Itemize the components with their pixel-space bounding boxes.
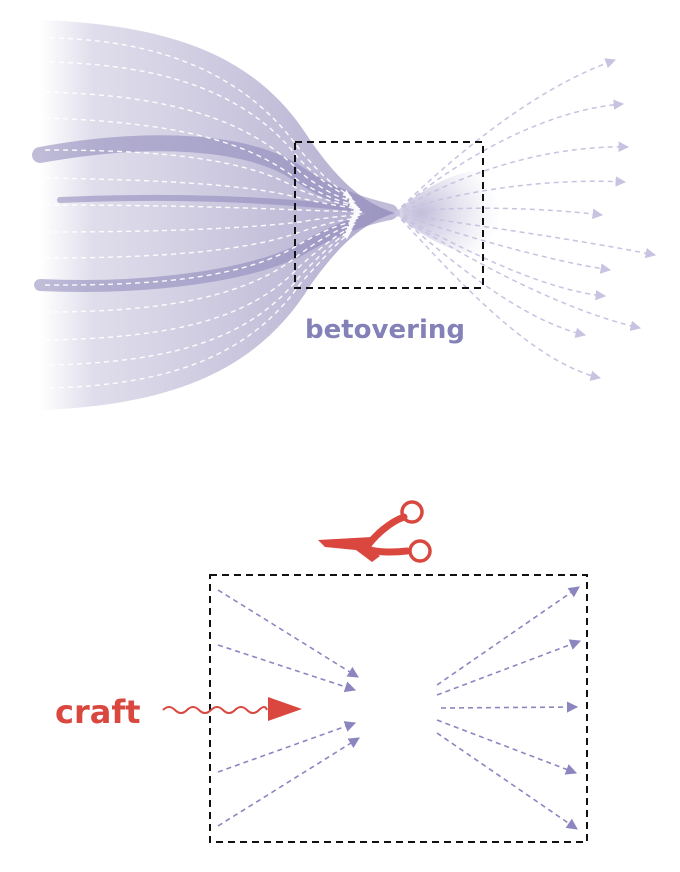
diverging-arrow bbox=[394, 99, 625, 214]
bottom-diverging-arrows bbox=[436, 586, 582, 830]
bottom-diagram: craft bbox=[55, 500, 588, 843]
bottom-diverging-arrow bbox=[436, 719, 578, 775]
wavy-arrow-line bbox=[162, 706, 268, 714]
diverging-arrow bbox=[394, 212, 602, 381]
bottom-diverging-arrow bbox=[440, 701, 579, 713]
scissors-icon bbox=[318, 500, 432, 563]
diverging-arrow bbox=[394, 58, 616, 214]
diverging-arrow bbox=[394, 141, 630, 214]
diverging-arrow bbox=[394, 212, 607, 301]
converging-arrows bbox=[217, 589, 360, 827]
bottom-dashed-frame bbox=[209, 574, 588, 843]
converging-arrow bbox=[217, 644, 357, 693]
wavy-arrow-head bbox=[268, 697, 302, 721]
diverging-arrow bbox=[394, 212, 642, 332]
craft-label: craft bbox=[55, 693, 141, 731]
diverging-arrow bbox=[394, 212, 612, 274]
top-dashed-frame bbox=[294, 141, 484, 289]
converging-arrow bbox=[217, 721, 357, 773]
bottom-diverging-arrow bbox=[436, 732, 578, 830]
diverging-arrow bbox=[394, 212, 657, 259]
diverging-glow bbox=[395, 169, 500, 257]
bottom-diverging-arrow bbox=[436, 586, 580, 686]
top-diagram: betovering bbox=[32, 20, 657, 410]
fan-dashed-lines bbox=[44, 37, 363, 389]
converging-arrow bbox=[217, 737, 360, 827]
bottom-diverging-arrow bbox=[436, 639, 582, 696]
betovering-label: betovering bbox=[305, 315, 465, 345]
diverging-arrow bbox=[394, 212, 587, 338]
converging-fan bbox=[40, 20, 395, 410]
converging-arrow bbox=[217, 589, 359, 678]
diverging-arrows bbox=[394, 58, 657, 381]
